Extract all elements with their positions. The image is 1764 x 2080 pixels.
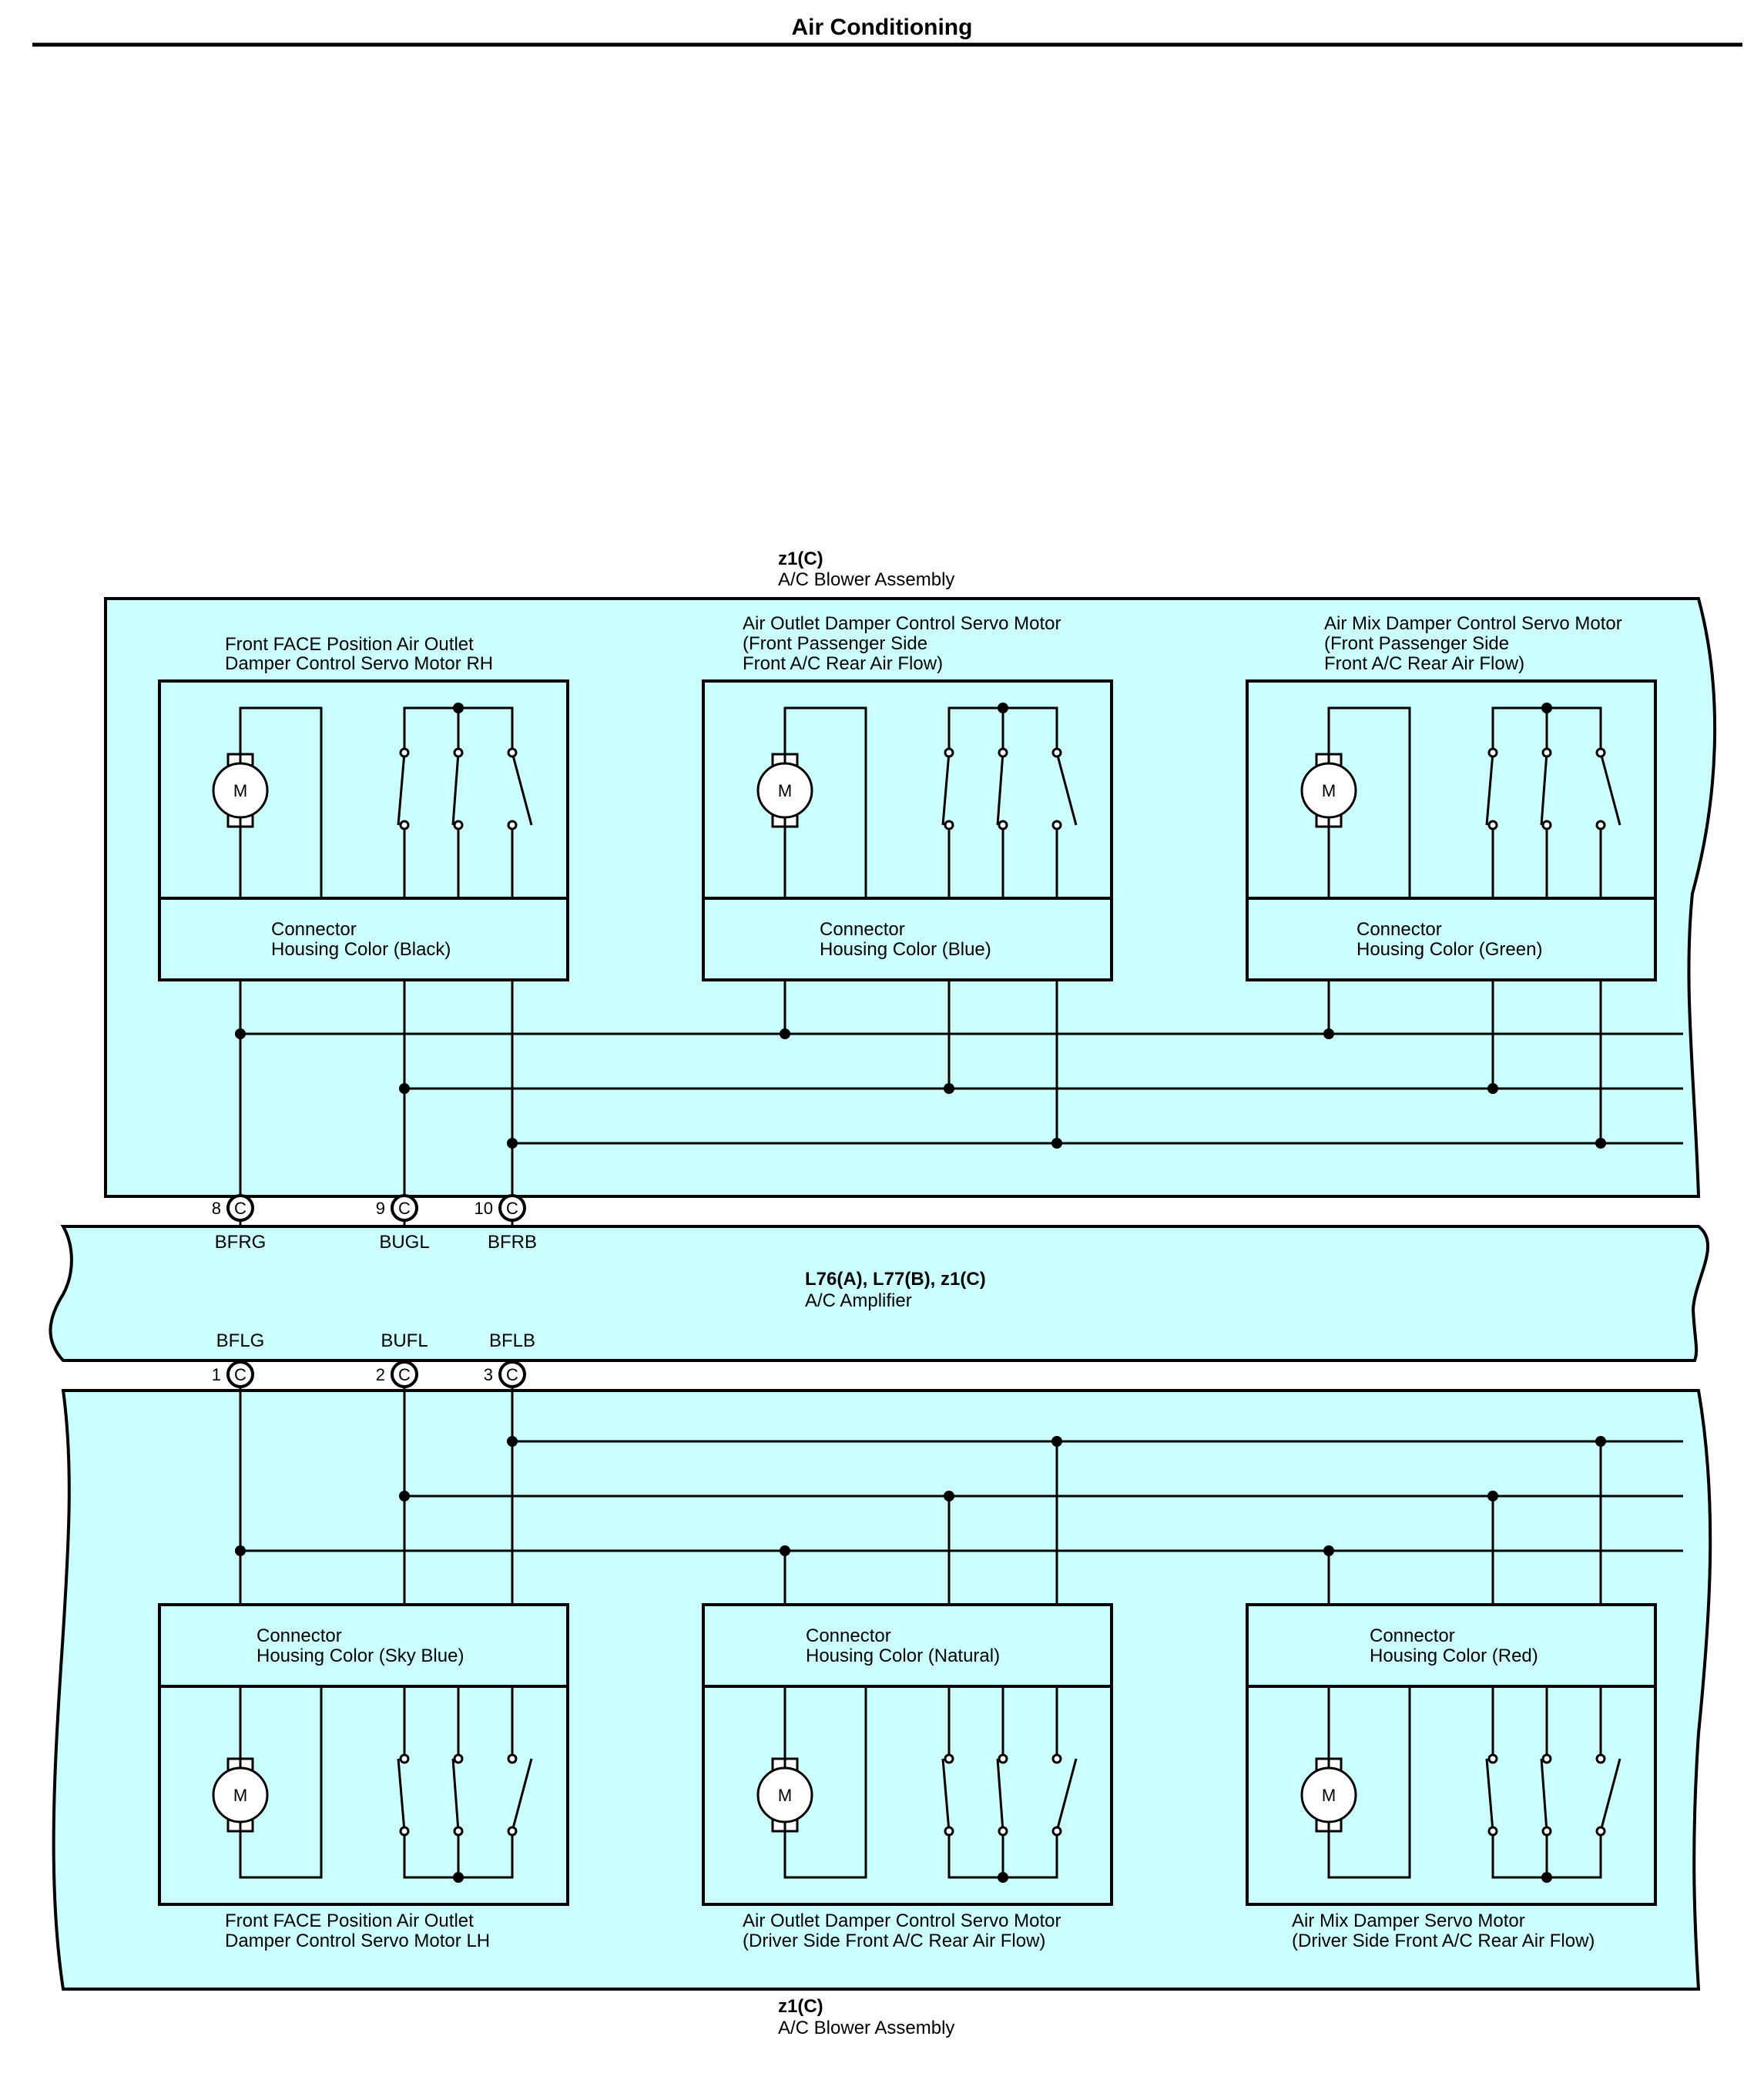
bottom-motor-1-switch-lines: [239, 1686, 533, 1879]
top-motor-2-common-junction: [998, 703, 1008, 713]
top-motor-1-connector-line-2: Housing Color (Black): [271, 939, 451, 960]
bottom-pin-1: C 1 BFLG: [212, 1330, 265, 1391]
top-pin-8-number: 8: [212, 1199, 221, 1218]
top-motor-3-switch-contacts: [1487, 747, 1606, 830]
lower-assembly-name: A/C Blower Assembly: [778, 2018, 954, 2038]
bottom-motor-2-connector-line-1: Connector: [806, 1625, 891, 1646]
bottom-motor-2-name-line-2: (Driver Side Front A/C Rear Air Flow): [743, 1931, 1045, 1951]
top-motor-2-connector-line-2: Housing Color (Blue): [820, 939, 991, 960]
bottom-motor-3-motor-label: M: [1322, 1786, 1336, 1805]
top-pin-8: C 8 BFRG: [212, 1194, 267, 1253]
top-pin-9-connector: C: [398, 1199, 411, 1218]
top-motor-3-motor-label: M: [1322, 781, 1336, 800]
top-pin-8-signal: BFRG: [215, 1232, 267, 1253]
top-motor-2-connector-line-1: Connector: [820, 919, 905, 940]
bottom-motor-2-connector-box: [702, 1603, 1113, 1688]
amplifier-name: A/C Amplifier: [805, 1290, 912, 1311]
top-motor-3-name-line-2: (Front Passenger Side: [1324, 633, 1509, 654]
top-motor-1-connector-box: [158, 897, 569, 981]
upper-assembly-name: A/C Blower Assembly: [778, 569, 954, 590]
amplifier-region: [49, 1225, 1709, 1362]
upper-assembly-code: z1(C): [778, 549, 823, 569]
bottom-pin-3-connector: C: [506, 1365, 518, 1384]
top-pin-10-signal: BFRB: [488, 1232, 537, 1253]
upper-bus-junctions: [235, 1028, 1606, 1149]
top-motor-1-common-junction: [453, 703, 464, 713]
bottom-pin-1-connector: C: [234, 1365, 246, 1384]
top-motor-2-motor-label: M: [778, 781, 792, 800]
top-motor-2-name-line-3: Front A/C Rear Air Flow): [743, 653, 943, 674]
top-motor-1-connector-line-1: Connector: [271, 919, 357, 940]
bottom-pin-2-number: 2: [376, 1365, 385, 1384]
bottom-pin-3: C 3 BFLB: [484, 1330, 535, 1391]
top-pin-10: C 10 BFRB: [475, 1194, 537, 1253]
top-motor-3-name-line-1: Air Mix Damper Control Servo Motor: [1324, 613, 1622, 634]
top-motor-3-common-junction: [1541, 703, 1552, 713]
bottom-motor-3: Connector Housing Color (Red) M Air Mix …: [1246, 1603, 1657, 1951]
page-title: Air Conditioning: [792, 15, 973, 40]
bottom-motor-2-motor-label: M: [778, 1786, 792, 1805]
top-pin-8-connector-ring: [226, 1194, 254, 1222]
top-motor-3-name-line-3: Front A/C Rear Air Flow): [1324, 653, 1524, 674]
top-motor-1-switch-contacts: [399, 747, 518, 830]
top-motor-1-name-line-1: Front FACE Position Air Outlet: [225, 634, 474, 655]
top-motor-1: Front FACE Position Air Outlet Damper Co…: [158, 634, 569, 981]
bottom-motor-2-switch-contacts: [944, 1753, 1062, 1837]
top-motor-2-switch-contacts: [944, 747, 1062, 830]
upper-bus-wires: [239, 980, 1683, 1196]
bottom-motor-1-name-line-2: Damper Control Servo Motor LH: [225, 1931, 490, 1951]
bottom-pin-2-signal: BUFL: [381, 1330, 428, 1351]
top-motor-1-name-line-2: Damper Control Servo Motor RH: [225, 653, 493, 674]
top-pin-9-signal: BUGL: [379, 1232, 429, 1253]
top-pin-10-connector: C: [506, 1199, 518, 1218]
bottom-motor-1-motor-label: M: [233, 1786, 247, 1805]
bottom-motor-3-common-junction: [1541, 1872, 1552, 1883]
bottom-motor-1-connector-line-2: Housing Color (Sky Blue): [257, 1646, 464, 1666]
bottom-pin-3-number: 3: [484, 1365, 493, 1384]
top-pin-9-connector-ring: [391, 1194, 418, 1222]
bottom-motor-3-name-line-2: (Driver Side Front A/C Rear Air Flow): [1292, 1931, 1595, 1951]
lower-bus-junctions: [235, 1436, 1606, 1556]
bottom-motor-2-connector-line-2: Housing Color (Natural): [806, 1646, 1000, 1666]
top-pin-10-connector-ring: [498, 1194, 526, 1222]
bottom-motor-1-connector-box: [158, 1603, 569, 1688]
bottom-motor-1-switch-contacts: [399, 1753, 518, 1837]
top-pin-9: C 9 BUGL: [376, 1194, 430, 1253]
top-motor-2-name-line-2: (Front Passenger Side: [743, 633, 927, 654]
bottom-pin-2: C 2 BUFL: [376, 1330, 428, 1391]
top-pin-9-number: 9: [376, 1199, 385, 1218]
bottom-motor-1-name-line-1: Front FACE Position Air Outlet: [225, 1911, 474, 1931]
top-pin-10-number: 10: [475, 1199, 493, 1218]
top-motor-2-name-line-1: Air Outlet Damper Control Servo Motor: [743, 613, 1061, 634]
bottom-motor-3-name-line-1: Air Mix Damper Servo Motor: [1292, 1911, 1525, 1931]
bottom-pin-1-signal: BFLG: [216, 1330, 265, 1351]
bottom-pin-3-signal: BFLB: [489, 1330, 535, 1351]
bottom-motor-3-connector-line-1: Connector: [1370, 1625, 1455, 1646]
bottom-motor-3-connector-line-2: Housing Color (Red): [1370, 1646, 1538, 1666]
amplifier-code: L76(A), L77(B), z1(C): [805, 1269, 986, 1290]
bottom-pin-2-connector: C: [398, 1365, 411, 1384]
lower-assembly-code: z1(C): [778, 1996, 823, 2017]
top-motor-1-motor-label: M: [233, 781, 247, 800]
lower-bus-wires: [239, 1387, 1683, 1605]
bottom-motor-3-switch-contacts: [1487, 1753, 1606, 1837]
bottom-motor-1-connector-line-1: Connector: [257, 1625, 342, 1646]
bottom-motor-2-name-line-1: Air Outlet Damper Control Servo Motor: [743, 1911, 1061, 1931]
bottom-motor-3-connector-box: [1246, 1603, 1657, 1688]
bottom-motor-1: Connector Housing Color (Sky Blue) M Fro…: [158, 1603, 569, 1951]
bottom-motor-1-common-junction: [453, 1872, 464, 1883]
top-motor-2-connector-box: [702, 897, 1113, 981]
top-motor-3-connector-line-2: Housing Color (Green): [1357, 939, 1542, 960]
bottom-motor-2: Connector Housing Color (Natural) M Air …: [702, 1603, 1113, 1951]
top-motor-2: Air Outlet Damper Control Servo Motor (F…: [702, 613, 1113, 981]
top-motor-3-connector-box: [1246, 897, 1657, 981]
top-pin-8-connector: C: [234, 1199, 246, 1218]
top-motor-3: Air Mix Damper Control Servo Motor (Fron…: [1246, 613, 1657, 981]
bottom-pin-1-number: 1: [212, 1365, 221, 1384]
bottom-motor-2-common-junction: [998, 1872, 1008, 1883]
bottom-motor-1-motor-icon: M: [212, 1757, 269, 1833]
top-motor-3-connector-line-1: Connector: [1357, 919, 1442, 940]
